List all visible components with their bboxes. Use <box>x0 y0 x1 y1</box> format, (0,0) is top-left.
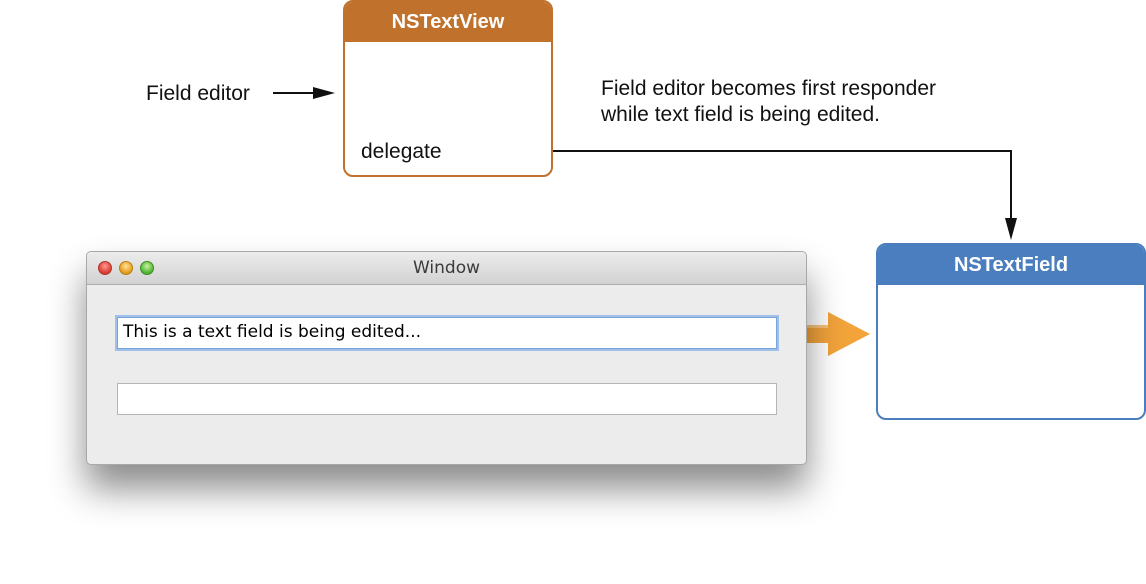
nstextview-title: NSTextView <box>345 2 551 42</box>
window-title: Window <box>412 258 481 278</box>
edited-text-field[interactable]: This is a text field is being edited... <box>117 317 777 349</box>
zoom-button[interactable] <box>140 261 154 275</box>
note-line-1: Field editor becomes first responder <box>601 77 936 100</box>
window-titlebar[interactable]: Window <box>87 252 806 285</box>
nstextfield-title: NSTextField <box>878 245 1144 285</box>
delegate-connector <box>510 143 1017 240</box>
empty-text-field[interactable] <box>117 383 777 415</box>
minimize-button[interactable] <box>119 261 133 275</box>
nstextfield-box: NSTextField <box>876 243 1146 420</box>
close-button[interactable] <box>98 261 112 275</box>
first-responder-note: Field editor becomes first responder whi… <box>601 76 936 128</box>
nstextview-box: NSTextView <box>343 0 553 177</box>
app-window: Window This is a text field is being edi… <box>86 251 807 465</box>
note-line-2: while text field is being edited. <box>601 103 880 126</box>
field-editor-arrow <box>273 87 335 99</box>
field-editor-label: Field editor <box>146 82 250 105</box>
delegate-outlet-label: delegate <box>361 140 442 163</box>
